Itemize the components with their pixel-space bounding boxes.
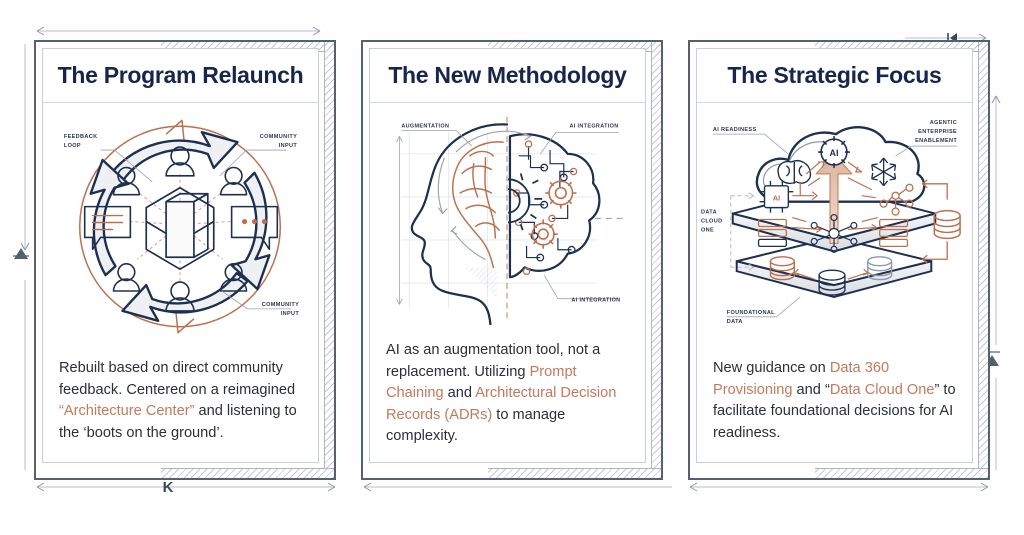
body-text-run: Rebuilt based on direct community feedba…	[59, 360, 296, 398]
frame-hatch-right	[651, 42, 661, 478]
card-title-bar: The Program Relaunch	[43, 49, 318, 103]
illustration-label: ENABLEMENT	[915, 138, 957, 144]
frame-hatch-bottom	[488, 468, 661, 478]
page-title: The Strategic Focus	[727, 62, 942, 88]
illustration-label: FOUNDATIONAL	[727, 310, 775, 316]
illustration-label: ONE	[701, 227, 714, 233]
body-text-run: to manage complexity.	[386, 406, 566, 445]
card-strategic-focus[interactable]: The Strategic Focus	[688, 40, 990, 480]
illustration-label: FEEDBACK	[64, 134, 98, 140]
illustration-label: INPUT	[281, 311, 300, 317]
illustration-label: CLOUD	[701, 219, 722, 225]
illustration-label: DATA	[701, 210, 717, 216]
body-highlight-term: Data 360 Provisioning	[713, 360, 890, 398]
frame-hatch-right	[324, 42, 334, 478]
illustration-community-feedback-loop: FEEDBACK LOOP COMMUNITY INPUT COMMUNITY …	[43, 103, 318, 346]
body-highlight-term: Architectural Decision Records (ADRs)	[386, 385, 617, 423]
illustration-label: ENTERPRISE	[918, 129, 957, 135]
card-program-relaunch[interactable]: The Program Relaunch	[34, 40, 336, 480]
page-title: The Program Relaunch	[57, 62, 304, 88]
illustration-label: AUGMENTATION	[401, 123, 449, 129]
frame-hatch-right	[978, 42, 988, 478]
illustration-label: INPUT	[279, 143, 298, 149]
card-new-methodology[interactable]: The New Methodology	[361, 40, 663, 480]
card-body-text-1: Rebuilt based on direct community feedba…	[43, 346, 318, 462]
card-inner-panel: The Strategic Focus	[696, 48, 973, 463]
card-body-text-3: New guidance on Data 360 Provisioning an…	[697, 346, 972, 462]
illustration-label: AGENTIC	[930, 120, 957, 126]
body-highlight-term: Data Cloud One	[829, 381, 935, 398]
illustration-ai-cloud-data-layers: AI AI	[697, 103, 972, 346]
body-text-run: and “	[792, 381, 830, 398]
body-highlight-term: “Architecture Center”	[59, 403, 195, 420]
card-inner-panel: The Program Relaunch	[42, 48, 319, 463]
frame-hatch-bottom	[161, 468, 334, 478]
node-label-ai: AI	[830, 148, 839, 158]
body-text-run: ” to facilitate foundational decisions f…	[713, 381, 956, 441]
body-text-run: New guidance on	[713, 360, 830, 376]
dimension-marker-left	[13, 248, 29, 259]
card-inner-panel: The New Methodology	[369, 48, 646, 463]
node-label-ai: AI	[773, 194, 780, 203]
illustration-label: AI INTEGRATION	[571, 298, 620, 304]
card-title-bar: The New Methodology	[370, 49, 645, 103]
illustration-label: COMMUNITY	[262, 302, 299, 308]
frame-hatch-bottom	[815, 468, 988, 478]
illustration-human-ai-brain: AUGMENTATION AI INTEGRATION AI INTEGRATI…	[370, 103, 645, 328]
card-title-bar: The Strategic Focus	[697, 49, 972, 103]
dimension-label-bottom: K	[163, 479, 174, 496]
card-body-text-2: AI as an augmentation tool, not a replac…	[370, 328, 645, 462]
illustration-label: LOOP	[64, 143, 81, 149]
illustration-label: DATA	[727, 319, 743, 325]
body-text-run: and listening to the ‘boots on the groun…	[59, 403, 297, 441]
body-text-run: and	[443, 385, 476, 402]
illustration-label: COMMUNITY	[260, 134, 297, 140]
illustration-label: AI READINESS	[713, 127, 757, 133]
illustration-label: AI INTEGRATION	[569, 123, 618, 129]
page-title: The New Methodology	[388, 62, 627, 88]
body-text-run: AI as an augmentation tool, not a replac…	[386, 342, 601, 380]
body-highlight-term: Prompt Chaining	[386, 363, 577, 402]
